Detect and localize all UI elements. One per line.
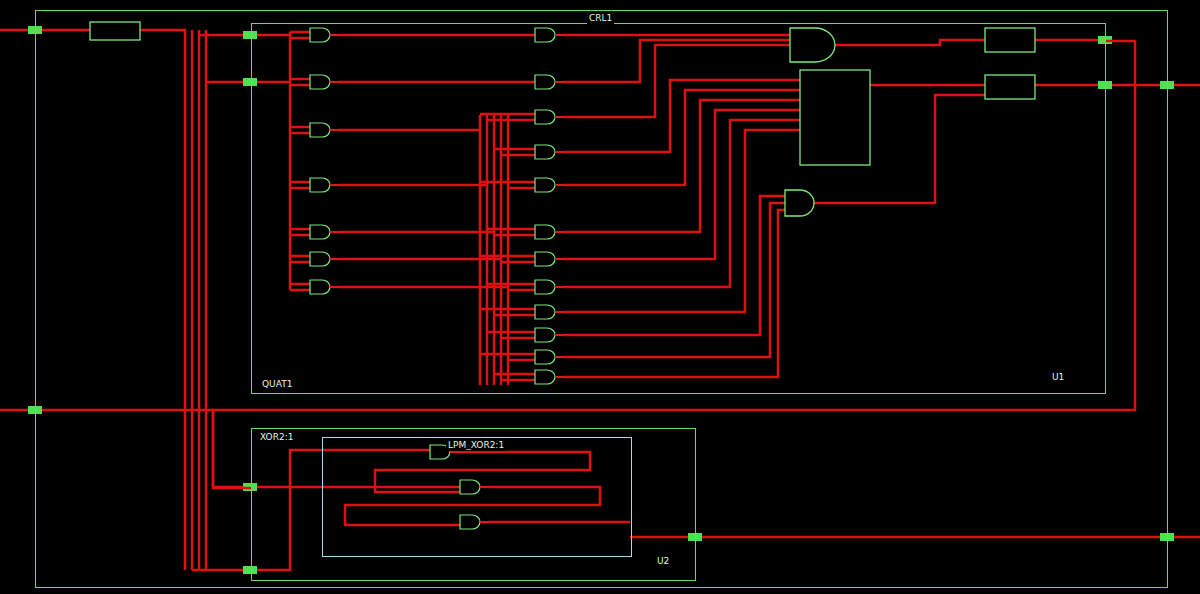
instance-label: U1 (1050, 372, 1066, 383)
instance-label: U2 (655, 556, 671, 567)
block-name: QUAT1 (260, 379, 294, 390)
hierarchy-block: LPM_XOR2:1 XOR2:1 (251, 428, 696, 581)
block-name: LPM_XOR2:1 (446, 440, 506, 451)
component-box: LPM_XOR2:1 (322, 437, 632, 557)
block-name: CRL1 (587, 13, 614, 24)
hierarchy-block: QUAT1 (251, 23, 1106, 394)
hierarchy-block: QUAT1LPM_XOR2:1 XOR2:1 CRL1 (35, 10, 1168, 588)
signal-wire (213, 41, 1135, 488)
block-name: XOR2:1 (258, 432, 295, 443)
